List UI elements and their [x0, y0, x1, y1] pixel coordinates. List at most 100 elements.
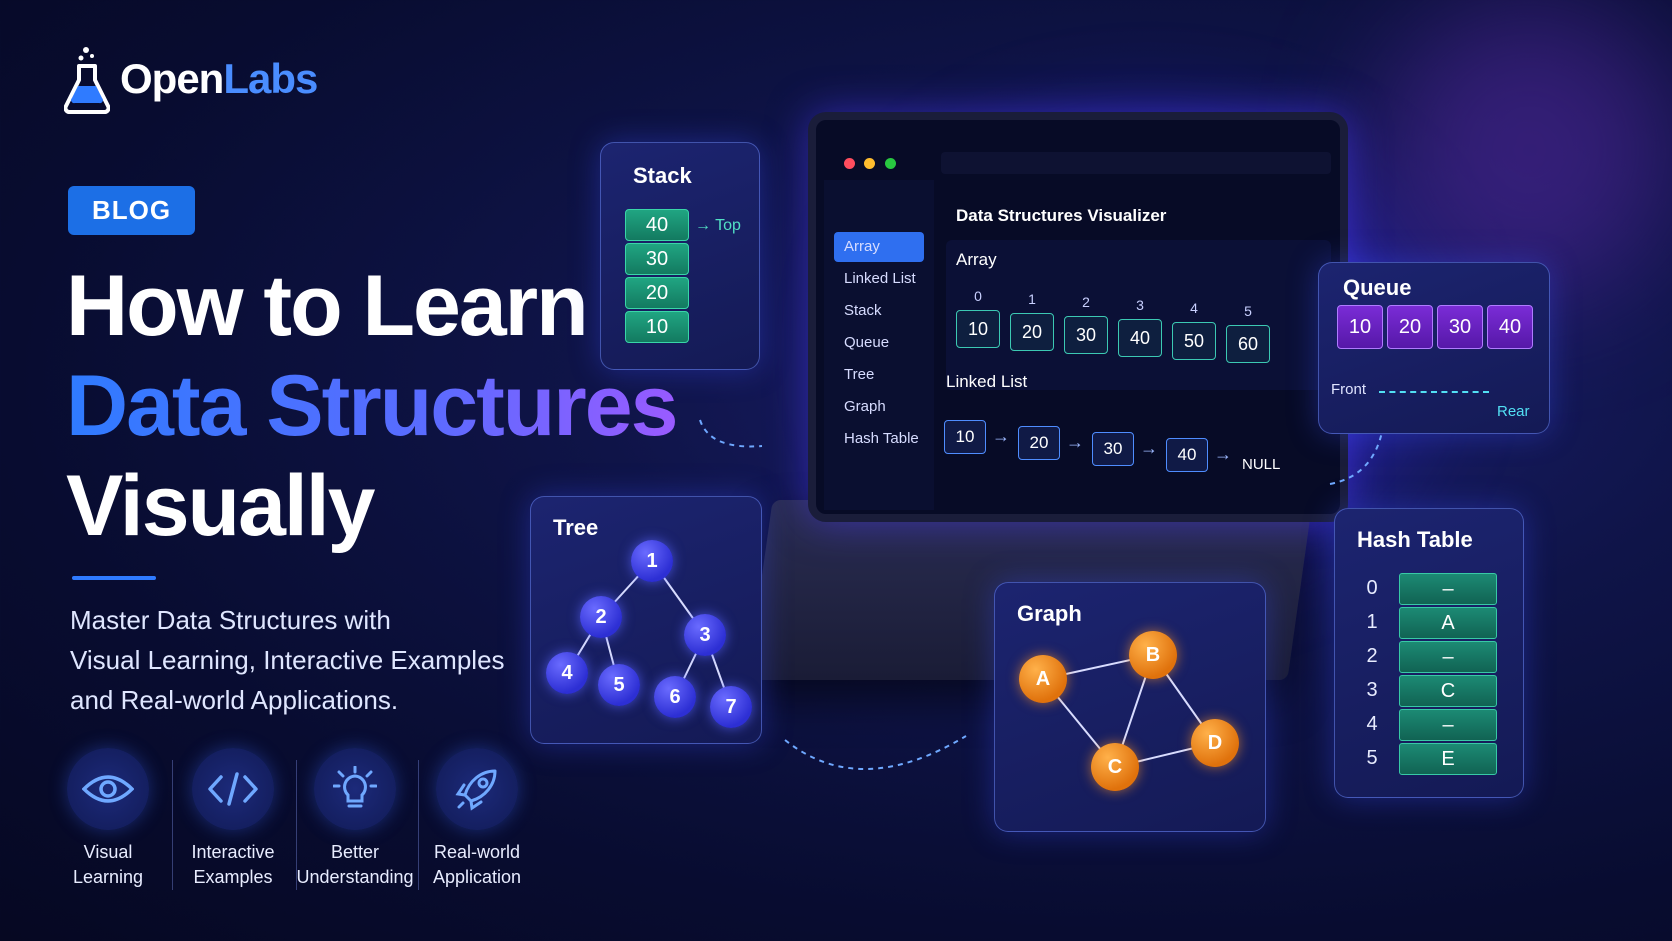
sidebar-item-hash-table[interactable]: Hash Table — [844, 430, 919, 447]
subtitle-line2: Visual Learning, Interactive Examples — [70, 645, 505, 675]
hash-index: 0 — [1366, 577, 1378, 599]
hash-bucket[interactable]: A — [1399, 607, 1497, 639]
logo[interactable]: OpenLabs — [64, 44, 318, 114]
array-index: 2 — [1082, 294, 1090, 310]
queue-item: 40 — [1487, 305, 1533, 349]
sidebar-item-array[interactable]: Array — [834, 232, 924, 262]
stack-item: 30 — [625, 243, 689, 275]
feature-label: Application — [432, 867, 522, 887]
app-title: Data Structures Visualizer — [956, 206, 1167, 225]
array-cell[interactable]: 30 — [1064, 316, 1108, 354]
headline-line2: Data Structures — [66, 358, 678, 454]
sidebar-item-stack[interactable]: Stack — [844, 302, 882, 319]
graph-node[interactable]: A — [1019, 655, 1067, 703]
subtitle: Master Data Structures with Visual Learn… — [70, 600, 590, 720]
feature-label: Interactive — [191, 842, 275, 862]
array-index: 3 — [1136, 297, 1144, 313]
address-bar[interactable] — [941, 152, 1331, 174]
queue-item: 30 — [1437, 305, 1483, 349]
hash-index: 4 — [1366, 713, 1378, 735]
feature-divider — [172, 760, 173, 890]
sidebar-item-queue[interactable]: Queue — [844, 334, 890, 351]
hash-bucket[interactable]: – — [1399, 573, 1497, 605]
feature-better-understanding[interactable]: Better Understanding — [293, 748, 417, 890]
queue-rear-label: Rear — [1497, 403, 1530, 420]
feature-visual-learning[interactable]: Visual Learning — [46, 748, 170, 890]
queue-card: Queue 10 20 30 40 Front Rear — [1318, 262, 1550, 434]
flask-icon — [64, 47, 110, 114]
linked-list-arrow: → — [1214, 444, 1232, 464]
headline: How to Learn Data Structures Visually — [66, 256, 678, 556]
feature-label: Learning — [72, 867, 144, 887]
hash-title: Hash Table — [1357, 527, 1473, 552]
stack-item: 10 — [625, 311, 689, 343]
array-cell[interactable]: 50 — [1172, 322, 1216, 360]
stack-card: Stack 40 30 20 10 → Top — [600, 142, 760, 370]
tree-node[interactable]: 7 — [710, 686, 752, 728]
feature-label: Real-world — [433, 842, 521, 862]
sidebar-item-tree[interactable]: Tree — [844, 366, 875, 383]
hash-bucket[interactable]: – — [1399, 641, 1497, 673]
queue-arrow — [1379, 391, 1489, 393]
linked-list-arrow: → — [1140, 438, 1158, 458]
graph-node[interactable]: D — [1191, 719, 1239, 767]
queue-title: Queue — [1343, 275, 1412, 300]
hash-bucket[interactable]: – — [1399, 709, 1497, 741]
brand-name-part2: Labs — [223, 55, 318, 102]
linked-list-node[interactable]: 20 — [1018, 426, 1060, 460]
subtitle-line3: and Real-world Applications. — [70, 685, 399, 715]
array-cell[interactable]: 20 — [1010, 313, 1054, 351]
stack-item: 20 — [625, 277, 689, 309]
divider — [72, 576, 156, 580]
sidebar-item-linked-list[interactable]: Linked List — [844, 270, 916, 287]
sidebar-item-graph[interactable]: Graph — [844, 398, 886, 415]
brand-name-part1: Open — [120, 55, 224, 102]
linked-list-arrow: → — [1066, 432, 1084, 452]
linked-list-node[interactable]: 30 — [1092, 432, 1134, 466]
queue-front-label: Front — [1331, 381, 1367, 398]
feature-interactive-examples[interactable]: Interactive Examples — [171, 748, 295, 890]
graph-edges — [1042, 654, 1216, 768]
code-icon — [208, 772, 258, 806]
linked-list-node[interactable]: 40 — [1166, 438, 1208, 472]
tree-card: Tree 1 2 3 4 5 6 7 — [530, 496, 762, 744]
blog-badge: BLOG — [68, 186, 196, 235]
graph-node[interactable]: C — [1091, 743, 1139, 791]
hash-index: 1 — [1366, 611, 1378, 633]
minimize-dot-icon[interactable] — [864, 158, 876, 169]
tree-node[interactable]: 1 — [631, 540, 673, 582]
window-controls — [844, 156, 896, 174]
feature-label: Better — [330, 842, 380, 862]
lightbulb-icon — [333, 766, 377, 808]
feature-divider — [296, 760, 297, 890]
array-cell[interactable]: 60 — [1226, 325, 1270, 363]
array-label: Array — [956, 250, 997, 269]
feature-label: Visual — [83, 842, 133, 862]
hash-index: 3 — [1366, 679, 1378, 701]
array-index: 5 — [1244, 303, 1252, 319]
tree-node[interactable]: 5 — [598, 664, 640, 706]
tree-node[interactable]: 2 — [580, 596, 622, 638]
feature-label: Examples — [193, 867, 273, 887]
queue-item: 20 — [1387, 305, 1433, 349]
eye-icon — [82, 775, 134, 803]
array-index: 4 — [1190, 300, 1198, 316]
tree-node[interactable]: 6 — [654, 676, 696, 718]
hash-bucket[interactable]: E — [1399, 743, 1497, 775]
feature-real-world-application[interactable]: Real-world Application — [415, 748, 539, 890]
close-dot-icon[interactable] — [844, 158, 855, 169]
tree-node[interactable]: 4 — [546, 652, 588, 694]
hash-bucket[interactable]: C — [1399, 675, 1497, 707]
array-cell[interactable]: 40 — [1118, 319, 1162, 357]
maximize-dot-icon[interactable] — [884, 158, 896, 169]
tree-node[interactable]: 3 — [684, 614, 726, 656]
stack-top-label: Top — [715, 217, 741, 234]
feature-divider — [418, 760, 419, 890]
stack-title: Stack — [633, 163, 692, 188]
array-cell[interactable]: 10 — [956, 310, 1000, 348]
subtitle-line1: Master Data Structures with — [70, 605, 391, 635]
linked-list-node[interactable]: 10 — [944, 420, 986, 454]
graph-node[interactable]: B — [1129, 631, 1177, 679]
laptop-screen: Array Linked List Stack Queue Tree Graph… — [808, 112, 1348, 522]
